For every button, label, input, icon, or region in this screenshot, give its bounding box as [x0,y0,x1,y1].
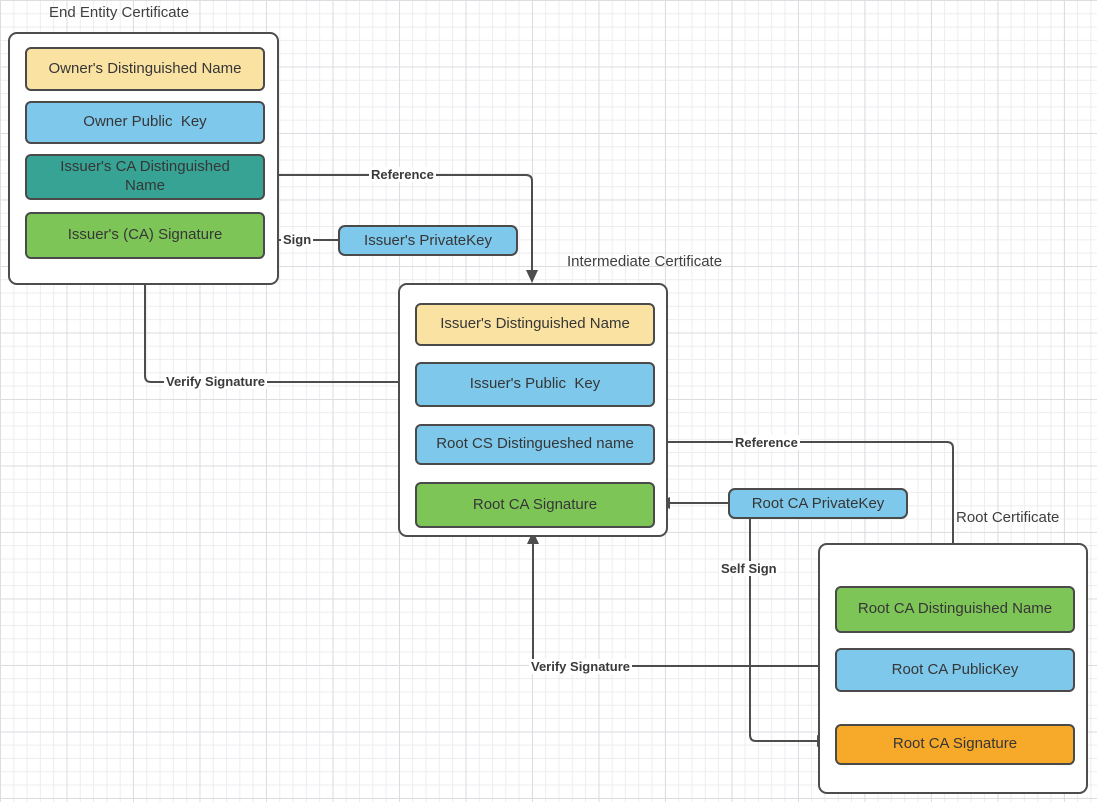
intermediate-certificate-container: Issuer's Distinguished Name Issuer's Pub… [398,283,668,537]
field-root-ca-signature-intermediate: Root CA Signature [415,482,655,528]
edge-verify-1-line [144,269,413,383]
field-root-cs-distingueshed-name: Root CS Distingueshed name [415,424,655,465]
field-root-ca-distinguished-name: Root CA Distinguished Name [835,586,1075,633]
edge-label-reference-2: Reference [733,435,800,450]
end-entity-certificate-container: Owner's Distinguished Name Owner Public … [8,32,279,285]
intermediate-certificate-title: Intermediate Certificate [567,253,723,270]
edge-label-verify-signature-2: Verify Signature [529,659,632,674]
root-ca-privatekey-box: Root CA PrivateKey [728,488,908,519]
field-issuers-distinguished-name: Issuer's Distinguished Name [415,303,655,346]
edge-label-verify-signature-1: Verify Signature [164,374,267,389]
field-issuers-public-key: Issuer's Public Key [415,362,655,407]
edge-label-sign: Sign [281,232,314,247]
end-entity-certificate-title: End Entity Certificate [49,4,190,21]
field-issuers-ca-distinguished-name: Issuer's CA Distinguished Name [25,154,265,200]
field-root-ca-publickey: Root CA PublicKey [835,648,1075,692]
field-issuers-ca-signature: Issuer's (CA) Signature [25,212,265,259]
field-root-ca-signature-root: Root CA Signature [835,724,1075,765]
edge-reference-1-arrowhead [526,270,538,283]
field-owners-distinguished-name: Owner's Distinguished Name [25,47,265,91]
root-certificate-title: Root Certificate [956,509,1060,526]
issuers-privatekey-box: Issuer's PrivateKey [338,225,518,256]
field-owner-public-key: Owner Public Key [25,101,265,144]
root-certificate-container: Root CA Distinguished Name Root CA Publi… [818,543,1088,794]
edge-label-reference-1: Reference [369,167,436,182]
edge-self-sign-line [749,519,822,742]
edge-label-self-sign: Self Sign [719,561,779,576]
edge-verify-2-line [532,539,833,667]
